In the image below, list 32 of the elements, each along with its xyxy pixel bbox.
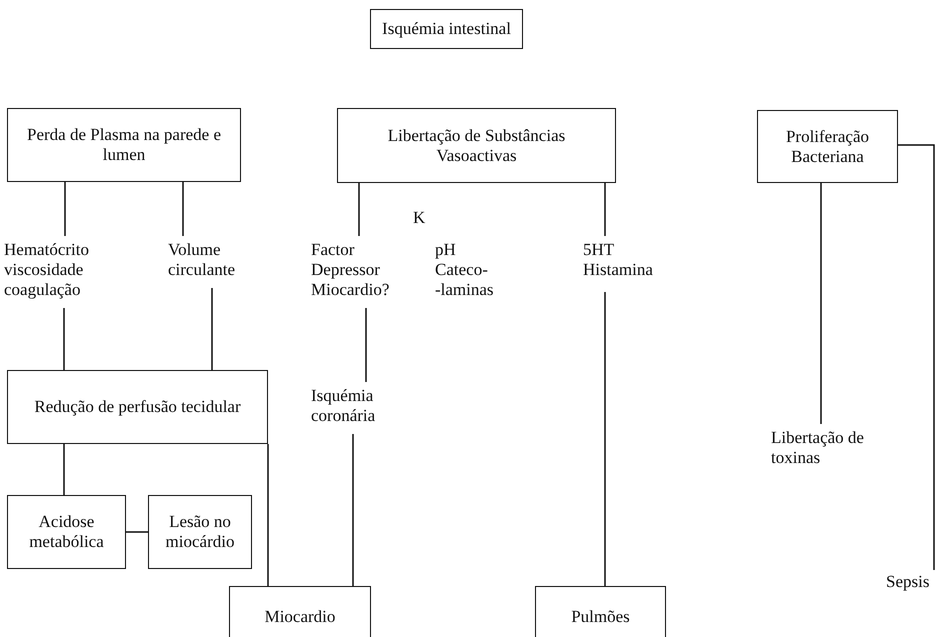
connector-line <box>211 288 213 370</box>
process-box: Miocardio <box>229 586 371 637</box>
connector-line <box>126 531 148 533</box>
note-text: K <box>413 208 426 228</box>
node-text: Factor Depressor Miocardio? <box>311 240 421 304</box>
process-box: Libertação de Substâncias Vasoactivas <box>337 108 616 183</box>
process-box: Isquémia intestinal <box>370 9 523 49</box>
connector-line <box>358 183 360 236</box>
connector-line <box>267 444 269 586</box>
note-text: pH Cateco- -laminas <box>435 240 495 300</box>
node-text: Hematócrito viscosidade coagulação <box>4 240 124 304</box>
node-text: Sepsis <box>886 572 946 596</box>
connector-line <box>63 444 65 495</box>
node-text: 5HT Histamina <box>583 240 679 284</box>
node-text: Volume circulante <box>168 240 250 284</box>
connector-line <box>898 144 935 570</box>
process-box: Redução de perfusão tecidular <box>7 370 268 444</box>
connector-line <box>820 183 822 424</box>
node-text: Libertação de toxinas <box>771 428 867 472</box>
connector-line <box>604 183 606 236</box>
connector-line <box>352 434 354 586</box>
connector-line <box>604 292 606 586</box>
connector-line <box>182 182 184 236</box>
process-box: Acidose metabólica <box>7 495 126 569</box>
node-text: Isquémia coronária <box>311 386 397 430</box>
process-box: Perda de Plasma na parede e lumen <box>7 108 241 182</box>
process-box: Lesão no miocárdio <box>148 495 252 569</box>
connector-line <box>365 308 367 382</box>
process-box: Proliferação Bacteriana <box>757 110 898 183</box>
connector-line <box>64 182 66 236</box>
process-box: Pulmões <box>535 586 666 637</box>
connector-line <box>63 308 65 370</box>
